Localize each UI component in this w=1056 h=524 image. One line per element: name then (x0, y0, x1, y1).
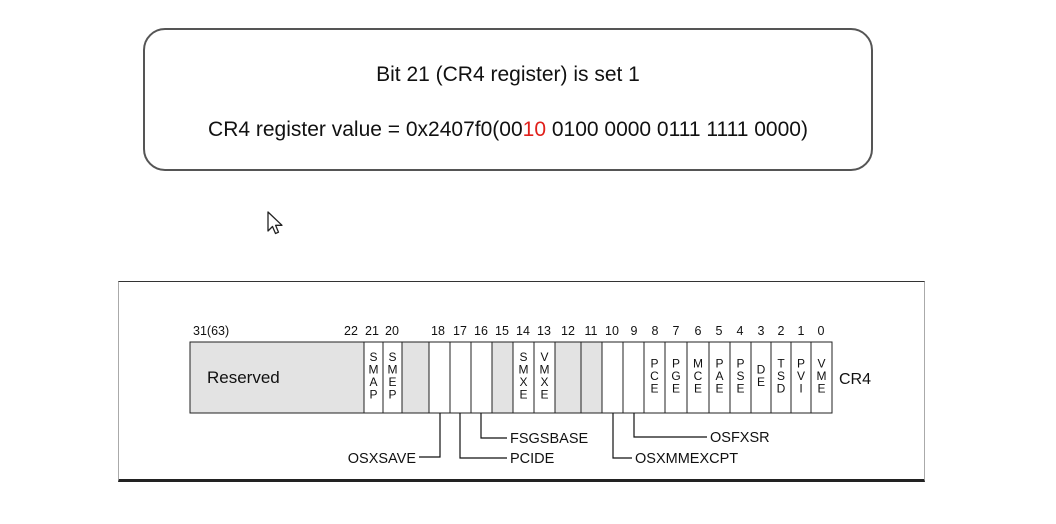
bit-9-field (622, 341, 645, 414)
callout-title: Bit 21 (CR4 register) is set 1 (376, 63, 640, 86)
bit-21-letter: M (369, 363, 379, 377)
fsgsbase-label: FSGSBASE (510, 431, 588, 447)
bit-3-letter: D (757, 363, 766, 377)
bit-14-letter: E (519, 388, 527, 402)
bit-16-field (470, 341, 493, 414)
bit-number-7: 7 (673, 324, 680, 338)
bit-20-letter: E (388, 375, 396, 389)
bit-number-20: 20 (385, 324, 399, 338)
bit-1-letter: V (797, 369, 805, 383)
bit-4-letter: P (736, 356, 744, 370)
bit-number-2: 2 (778, 324, 785, 338)
bit-10-field (601, 341, 624, 414)
bit-5-letter: P (715, 356, 723, 370)
bit-1-letter: P (797, 356, 805, 370)
bit-8-letter: C (650, 369, 659, 383)
bit-19-field (401, 341, 430, 414)
bit-number-17: 17 (453, 324, 467, 338)
bit-4-letter: E (736, 381, 744, 395)
bit-number-16: 16 (474, 324, 488, 338)
bit-number-31(63): 31(63) (193, 324, 229, 338)
bit-number-15: 15 (495, 324, 509, 338)
bit-number-6: 6 (695, 324, 702, 338)
osfxsr-leader-line (633, 413, 707, 438)
osxmmexcpt-label: OSXMMEXCPT (635, 451, 738, 467)
bit-15-field (491, 341, 514, 414)
bit-number-1: 1 (798, 324, 805, 338)
mouse-pointer-icon (266, 210, 286, 241)
bit-7-letter: E (672, 381, 680, 395)
bit-0-letter: E (817, 381, 825, 395)
fsgsbase-leader-line (480, 413, 507, 439)
bit-number-21: 21 (365, 324, 379, 338)
bit-8-letter: P (650, 356, 658, 370)
bit-number-4: 4 (737, 324, 744, 338)
bit-13-letter: V (540, 350, 548, 364)
bit-number-14: 14 (516, 324, 530, 338)
bit-number-12: 12 (561, 324, 575, 338)
pcide-leader-line (459, 413, 507, 459)
bit-0-letter: V (817, 356, 825, 370)
bit-18-field (428, 341, 451, 414)
osxmmexcpt-leader-line (612, 413, 632, 459)
bit-14-letter: X (519, 375, 527, 389)
bit-13-letter: M (540, 363, 550, 377)
bit-7-letter: P (672, 356, 680, 370)
bit-8-letter: E (650, 381, 658, 395)
bit-number-11: 11 (585, 324, 598, 338)
bit-6-letter: C (694, 369, 703, 383)
bit-13-letter: E (540, 388, 548, 402)
callout-register-value: CR4 register value = 0x2407f0(0010 0100 … (145, 118, 871, 142)
bit-0-letter: M (817, 369, 827, 383)
bit-number-18: 18 (431, 324, 445, 338)
bit-1-letter: I (799, 381, 802, 395)
bit-number-10: 10 (605, 324, 619, 338)
bit-number-5: 5 (716, 324, 723, 338)
bit-2-letter: S (777, 369, 785, 383)
bit-21-letter: P (369, 388, 377, 402)
bit-12-field (554, 341, 582, 414)
bit-7-letter: G (671, 369, 680, 383)
bit-2-letter: D (777, 381, 786, 395)
bit-21-letter: S (369, 350, 377, 364)
osfxsr-label: OSFXSR (710, 430, 770, 446)
osxsave-leader-line (419, 413, 441, 458)
bit-number-22: 22 (344, 324, 358, 338)
register-name-label: CR4 (839, 371, 871, 388)
bit-5-letter: E (715, 381, 723, 395)
osxsave-label: OSXSAVE (348, 451, 417, 467)
bit-21-letter: A (369, 375, 377, 389)
value-suffix: 0100 0000 0111 1111 0000) (546, 118, 808, 141)
bit-20-letter: M (388, 363, 398, 377)
bit-4-letter: S (736, 369, 744, 383)
bit-17-field (449, 341, 472, 414)
bit-number-13: 13 (537, 324, 551, 338)
bit-6-letter: E (694, 381, 702, 395)
reserved-field (189, 341, 365, 414)
bit-number-3: 3 (758, 324, 765, 338)
bit-6-letter: M (693, 356, 703, 370)
bit-20-letter: P (388, 388, 396, 402)
pcide-label: PCIDE (510, 451, 555, 467)
bit-number-8: 8 (652, 324, 659, 338)
bit-5-letter: A (715, 369, 723, 383)
bit-13-letter: X (540, 375, 548, 389)
bit-number-0: 0 (818, 324, 825, 338)
bit-number-9: 9 (631, 324, 638, 338)
bit-2-letter: T (777, 356, 785, 370)
value-highlight-bits: 10 (522, 118, 546, 141)
bit-20-letter: S (388, 350, 396, 364)
bit-14-letter: S (519, 350, 527, 364)
bit-3-letter: E (757, 375, 765, 389)
info-callout-box: Bit 21 (CR4 register) is set 1 CR4 regis… (143, 28, 873, 171)
bit-11-field (580, 341, 603, 414)
value-prefix: CR4 register value = 0x2407f0(00 (208, 118, 523, 141)
reserved-label: Reserved (207, 368, 280, 387)
bit-0-field (810, 341, 833, 414)
bit-14-letter: M (519, 363, 529, 377)
